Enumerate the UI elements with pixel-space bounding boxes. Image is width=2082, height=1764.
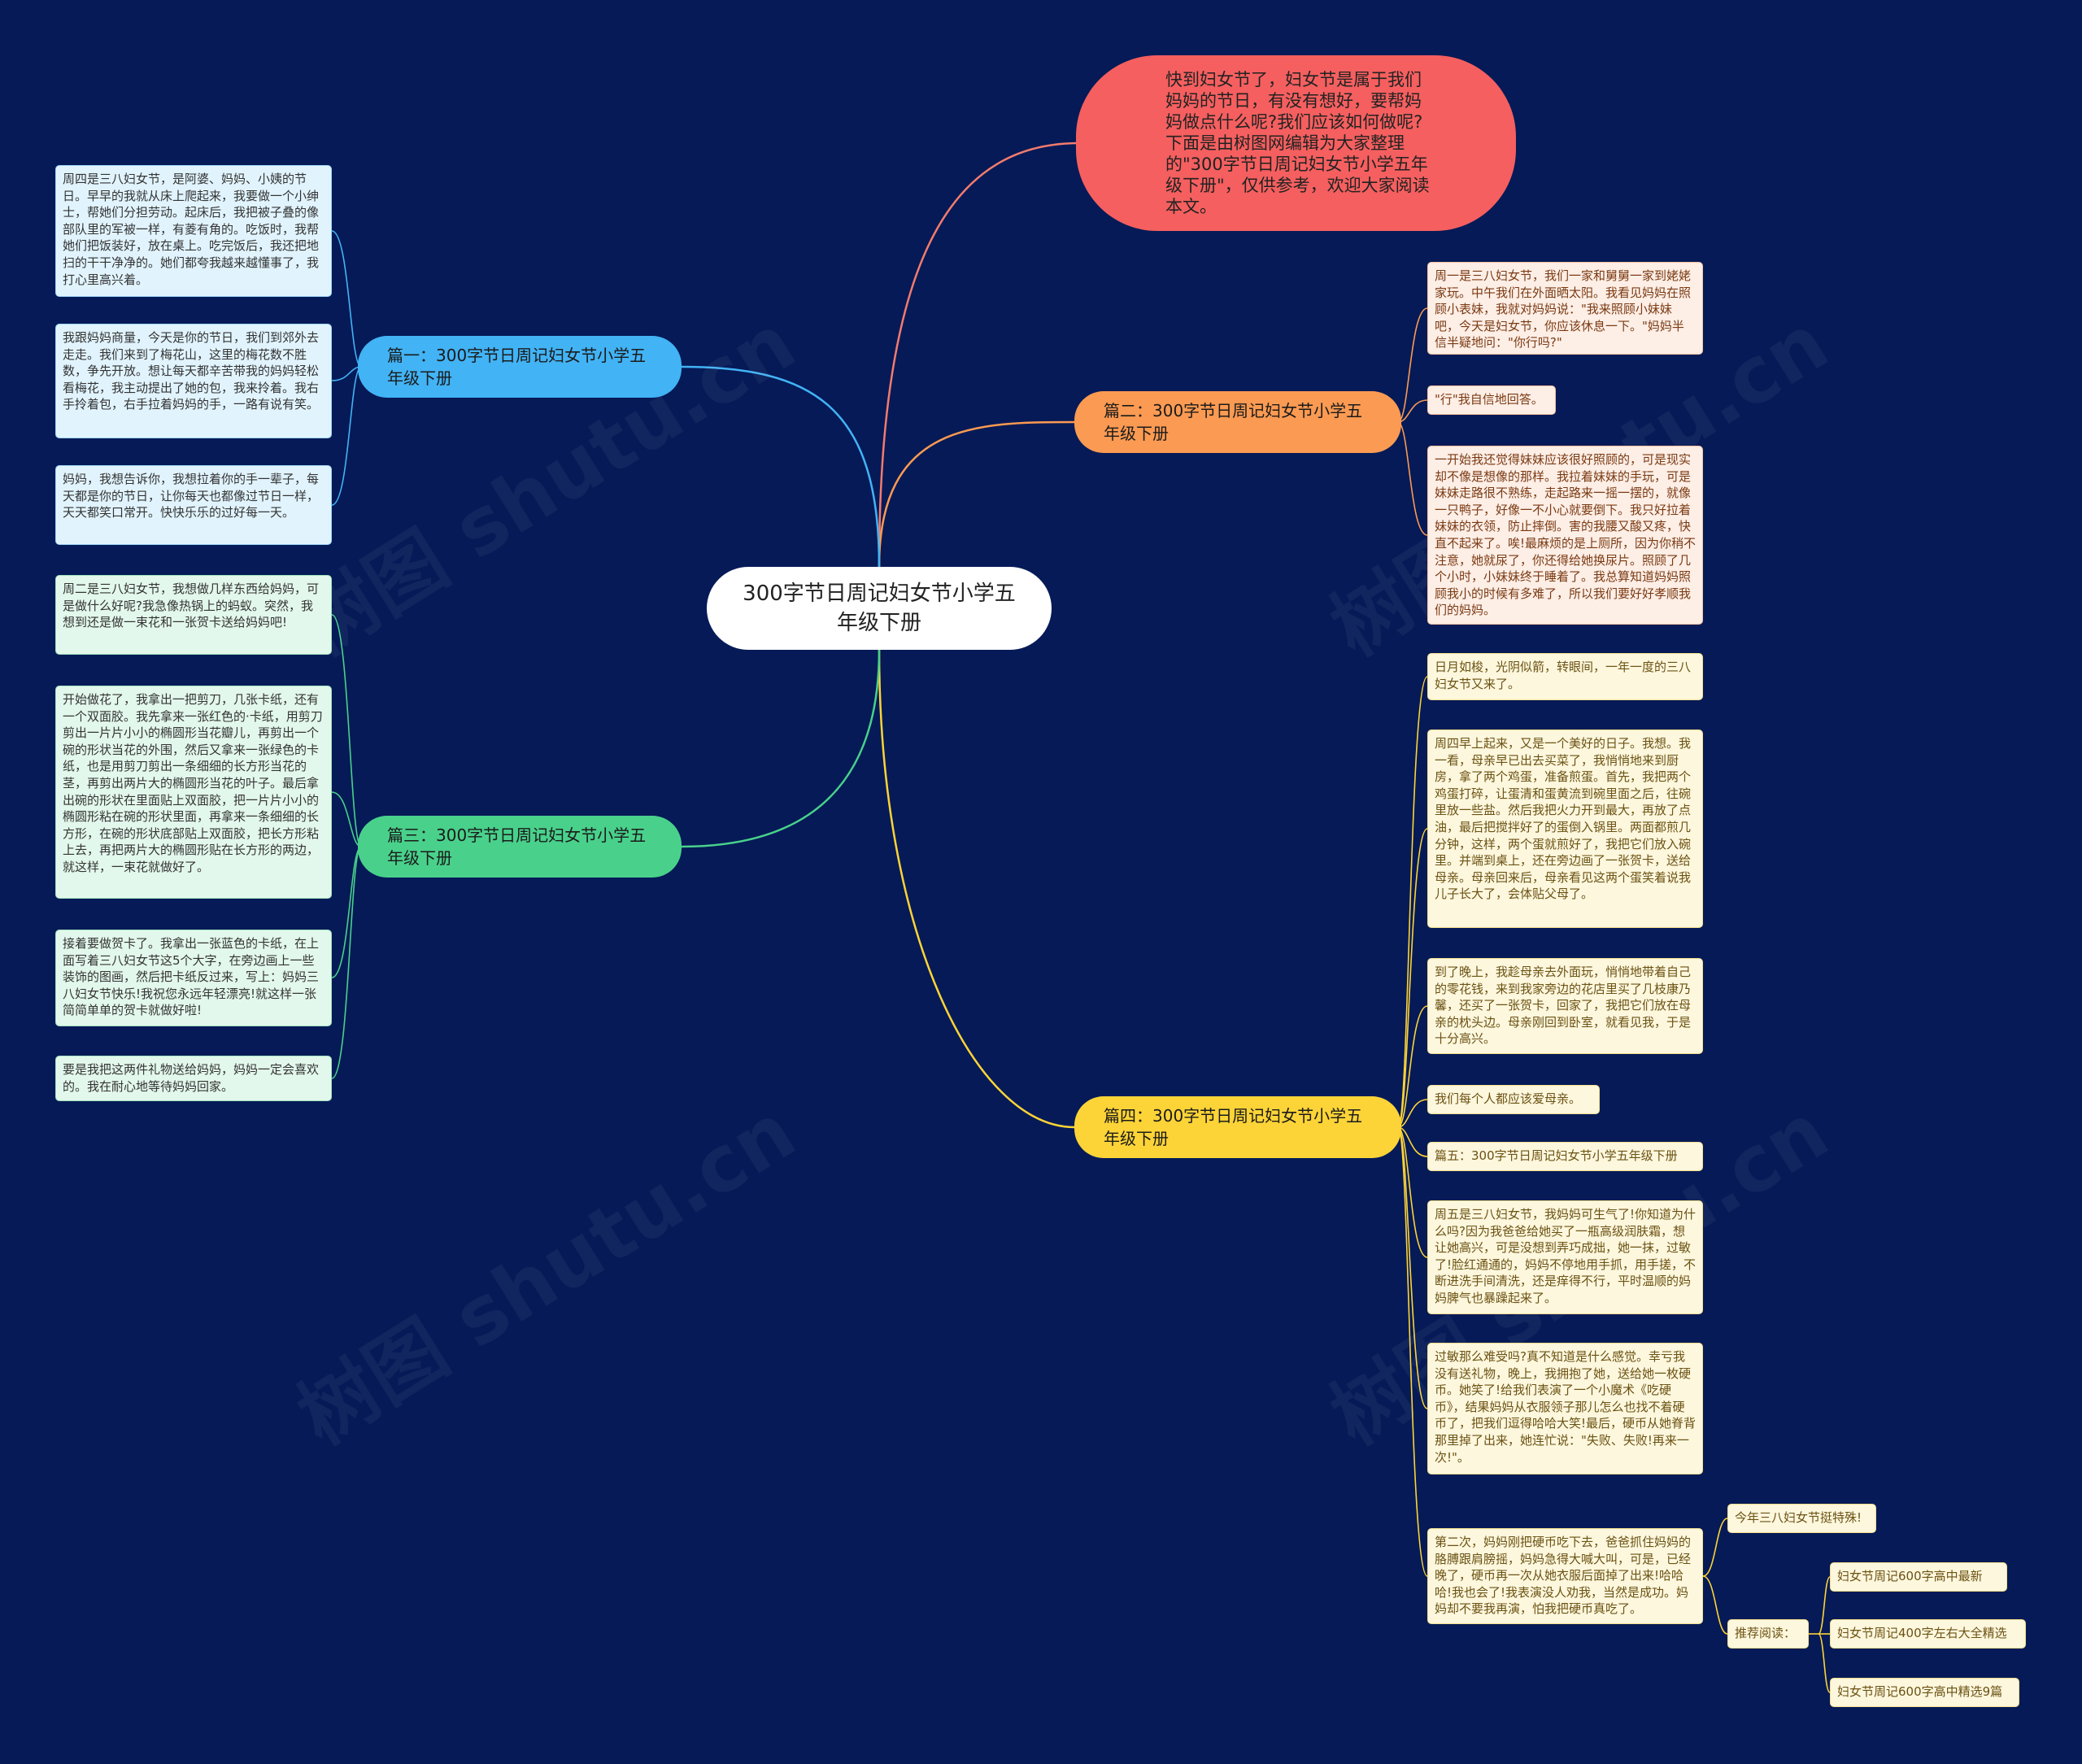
leaf-4-3[interactable]: 到了晚上，我趁母亲去外面玩，悄悄地带着自己的零花钱，来到我家旁边的花店里买了几枝… [1427,958,1703,1054]
leaf-2-1[interactable]: 周一是三八妇女节，我们一家和舅舅一家到姥姥家玩。中午我们在外面晒太阳。我看见妈妈… [1427,262,1703,355]
leaf-text: "行"我自信地回答。 [1435,392,1544,407]
leaf-text: 周二是三八妇女节，我想做几样东西给妈妈，可是做什么好呢?我急像热锅上的蚂蚁。突然… [63,581,320,630]
leaf-3-4[interactable]: 要是我把这两件礼物送给妈妈，妈妈一定会喜欢的。我在耐心地等待妈妈回家。 [55,1056,332,1101]
link-root-branch-2 [878,420,1075,568]
leaf-4-5[interactable]: 篇五：300字节日周记妇女节小学五年级下册 [1427,1142,1703,1171]
link-branch-4-leaf-3 [1397,1005,1428,1128]
leaf-3-3[interactable]: 接着要做贺卡了。我拿出一张蓝色的卡纸，在上面写着三八妇女节这5个大字，在旁边画上… [55,930,332,1026]
leaf-1-1[interactable]: 周四是三八妇女节，是阿婆、妈妈、小姨的节日。早早的我就从床上爬起来，我要做一个小… [55,165,332,297]
recommend-link-text: 妇女节周记600字高中精选9篇 [1837,1684,2003,1699]
branch-3[interactable]: 篇三：300字节日周记妇女节小学五年级下册 [358,816,682,878]
leaf-text: 我们每个人都应该爱母亲。 [1435,1091,1582,1106]
recommend-label[interactable]: 推荐阅读： [1727,1619,1809,1649]
leaf-4-8[interactable]: 第二次，妈妈刚把硬币吃下去，爸爸抓住妈妈的胳膊跟肩膀摇，妈妈急得大喊大叫，可是，… [1427,1528,1703,1624]
recommend-link-text: 妇女节周记600字高中最新 [1837,1569,1983,1583]
link-branch-1-leaf-3 [331,366,362,506]
link-branch-4-leaf-8 [1397,1126,1428,1577]
recommend-link-2[interactable]: 妇女节周记400字左右大全精选 [1830,1619,2026,1649]
recommend-link-1[interactable]: 妇女节周记600字高中最新 [1830,1562,2007,1592]
leaf-text: 到了晚上，我趁母亲去外面玩，悄悄地带着自己的零花钱，来到我家旁边的花店里买了几枝… [1435,965,1692,1047]
link-branch-4-leaf-6 [1397,1126,1428,1258]
branch-4[interactable]: 篇四：300字节日周记妇女节小学五年级下册 [1074,1096,1401,1158]
recommend-link-text: 妇女节周记400字左右大全精选 [1837,1626,2007,1640]
leaf-text: 日月如梭，光阴似箭，转眼间，一年一度的三八妇女节又来了。 [1435,660,1692,691]
note-text: 今年三八妇女节挺特殊! [1735,1510,1862,1525]
leaf-1-2[interactable]: 我跟妈妈商量，今天是你的节日，我们到郊外去走走。我们来到了梅花山，这里的梅花数不… [55,324,332,438]
link-branch-3-leaf-3 [331,846,362,978]
leaf-text: 一开始我还觉得妹妹应该很好照顾的，可是现实却不像是想像的那样。我拉着妹妹的手玩，… [1435,452,1697,618]
leaf-text: 要是我把这两件礼物送给妈妈，妈妈一定会喜欢的。我在耐心地等待妈妈回家。 [63,1062,320,1094]
branch-4-label: 篇四：300字节日周记妇女节小学五年级下册 [1104,1106,1363,1148]
link-branch-1-leaf-1 [331,230,362,368]
leaf-text: 周四早上起来，又是一个美好的日子。我想。我一看，母亲早已出去买菜了，我悄悄地来到… [1435,736,1692,902]
leaf-text: 周四是三八妇女节，是阿婆、妈妈、小姨的节日。早早的我就从床上爬起来，我要做一个小… [63,172,320,287]
link-branch-4-leaf-7 [1397,1126,1428,1409]
note-special-year[interactable]: 今年三八妇女节挺特殊! [1727,1504,1876,1533]
link-recommend [1702,1575,1728,1635]
link-branch-3-leaf-1 [331,614,362,847]
link-note [1702,1518,1728,1577]
root-topic-text: 300字节日周记妇女节小学五年级下册 [743,581,1016,635]
link-branch-2-leaf-3 [1397,421,1428,536]
leaf-text: 过敏那么难受吗?真不知道是什么感觉。幸亏我没有送礼物，晚上，我拥抱了她，送给她一… [1435,1349,1697,1465]
root-topic[interactable]: 300字节日周记妇女节小学五年级下册 [707,567,1052,650]
link-branch-4-leaf-2 [1397,828,1428,1128]
link-branch-2-leaf-1 [1397,307,1428,423]
link-branch-4-leaf-1 [1397,676,1428,1128]
link-root-branch-3 [681,649,881,848]
recommend-label-text: 推荐阅读： [1735,1626,1797,1640]
intro-bubble[interactable]: 快到妇女节了，妇女节是属于我们妈妈的节日，有没有想好，要帮妈妈做点什么呢?我们应… [1076,55,1516,231]
intro-text: 快到妇女节了，妇女节是属于我们妈妈的节日，有没有想好，要帮妈妈做点什么呢?我们应… [1165,70,1430,216]
recommend-link-3[interactable]: 妇女节周记600字高中精选9篇 [1830,1678,2019,1707]
leaf-text: 第二次，妈妈刚把硬币吃下去，爸爸抓住妈妈的胳膊跟肩膀摇，妈妈急得大喊大叫，可是，… [1435,1535,1692,1617]
leaf-4-2[interactable]: 周四早上起来，又是一个美好的日子。我想。我一看，母亲早已出去买菜了，我悄悄地来到… [1427,730,1703,928]
leaf-1-3[interactable]: 妈妈，我想告诉你，我想拉着你的手一辈子，每天都是你的节日，让你每天也都像过节日一… [55,465,332,545]
link-recommend-3 [1818,1633,1831,1693]
leaf-text: 我跟妈妈商量，今天是你的节日，我们到郊外去走走。我们来到了梅花山，这里的梅花数不… [63,330,320,412]
leaf-3-1[interactable]: 周二是三八妇女节，我想做几样东西给妈妈，可是做什么好呢?我急像热锅上的蚂蚁。突然… [55,575,332,655]
leaf-text: 开始做花了，我拿出一把剪刀，几张卡纸，还有一个双面胶。我先拿来一张红色的·卡纸，… [63,692,323,874]
leaf-text: 篇五：300字节日周记妇女节小学五年级下册 [1435,1148,1678,1163]
leaf-4-4[interactable]: 我们每个人都应该爱母亲。 [1427,1085,1600,1114]
leaf-3-2[interactable]: 开始做花了，我拿出一把剪刀，几张卡纸，还有一个双面胶。我先拿来一张红色的·卡纸，… [55,686,332,899]
link-recommend-1 [1818,1576,1831,1635]
link-branch-3-leaf-2 [331,791,362,847]
branch-3-label: 篇三：300字节日周记妇女节小学五年级下册 [387,825,647,868]
leaf-text: 妈妈，我想告诉你，我想拉着你的手一辈子，每天都是你的节日，让你每天也都像过节日一… [63,472,320,520]
leaf-text: 接着要做贺卡了。我拿出一张蓝色的卡纸，在上面写着三八妇女节这5个大字，在旁边画上… [63,936,320,1018]
link-branch-2-leaf-2 [1397,399,1428,423]
leaf-4-7[interactable]: 过敏那么难受吗?真不知道是什么感觉。幸亏我没有送礼物，晚上，我拥抱了她，送给她一… [1427,1343,1703,1474]
branch-2-label: 篇二：300字节日周记妇女节小学五年级下册 [1104,401,1363,443]
branch-2[interactable]: 篇二：300字节日周记妇女节小学五年级下册 [1074,391,1401,453]
leaf-2-2[interactable]: "行"我自信地回答。 [1427,385,1556,415]
leaf-4-6[interactable]: 周五是三八妇女节，我妈妈可生气了!你知道为什么吗?因为我爸爸给她买了一瓶高级润肤… [1427,1200,1703,1314]
leaf-text: 周一是三八妇女节，我们一家和舅舅一家到姥姥家玩。中午我们在外面晒太阳。我看见妈妈… [1435,268,1692,351]
link-root-branch-4 [878,649,1075,1129]
leaf-4-1[interactable]: 日月如梭，光阴似箭，转眼间，一年一度的三八妇女节又来了。 [1427,653,1703,700]
link-root-branch-1 [681,365,881,568]
leaf-2-3[interactable]: 一开始我还觉得妹妹应该很好照顾的，可是现实却不像是想像的那样。我拉着妹妹的手玩，… [1427,446,1703,625]
link-branch-3-leaf-4 [331,846,362,1079]
branch-1[interactable]: 篇一：300字节日周记妇女节小学五年级下册 [358,336,682,398]
branch-1-label: 篇一：300字节日周记妇女节小学五年级下册 [387,346,647,388]
link-root-intro [878,142,1077,568]
leaf-text: 周五是三八妇女节，我妈妈可生气了!你知道为什么吗?因为我爸爸给她买了一瓶高级润肤… [1435,1207,1697,1305]
